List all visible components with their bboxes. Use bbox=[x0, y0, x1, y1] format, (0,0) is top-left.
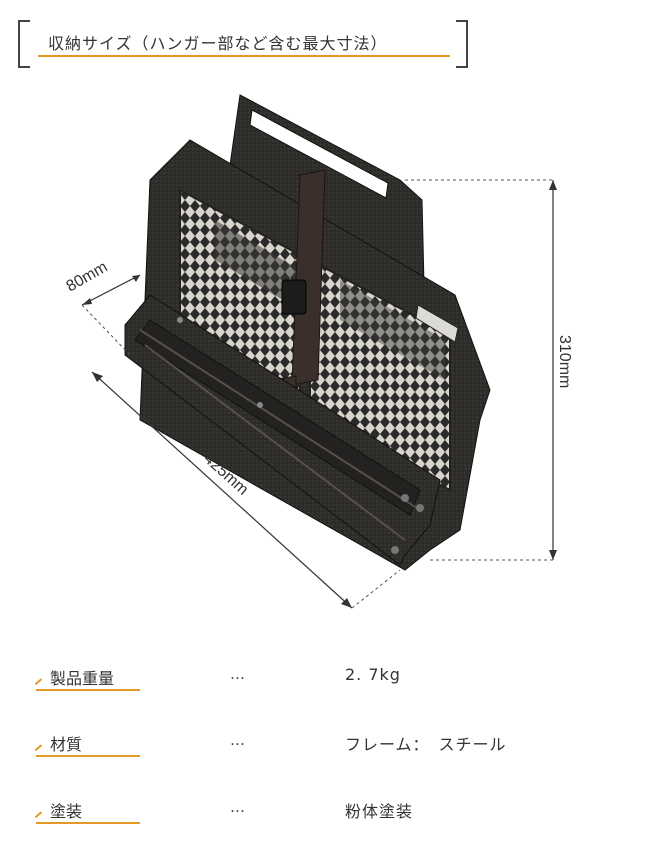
spec-tick bbox=[34, 678, 43, 685]
heading-bracket-left bbox=[18, 20, 30, 68]
height-label: 310mm bbox=[556, 335, 573, 388]
strap bbox=[271, 169, 326, 414]
spec-tick bbox=[34, 744, 43, 751]
spec-underline bbox=[36, 822, 140, 824]
spec-row-coating: 塗装 … 粉体塗装 bbox=[0, 798, 650, 838]
spec-separator: … bbox=[230, 798, 245, 816]
spec-value-coating: 粉体塗装 bbox=[345, 802, 414, 821]
spec-value-material: フレーム： スチール bbox=[345, 735, 507, 754]
spec-label-weight: 製品重量 bbox=[50, 669, 115, 688]
folded-legs bbox=[124, 294, 441, 566]
spec-row-material: 材質 … フレーム： スチール bbox=[0, 731, 650, 771]
spec-underline bbox=[36, 689, 140, 691]
spec-label-material: 材質 bbox=[50, 735, 83, 754]
spec-underline bbox=[36, 755, 140, 757]
spec-label-coating: 塗装 bbox=[50, 802, 83, 821]
spec-row-weight: 製品重量 … 2. 7kg bbox=[0, 665, 650, 705]
product-illustration: 80mm 425mm 310mm bbox=[64, 94, 573, 609]
heading-bracket-right bbox=[456, 20, 468, 68]
heading-underline bbox=[38, 55, 450, 57]
spec-separator: … bbox=[230, 665, 245, 683]
spec-tick bbox=[34, 811, 43, 818]
dimension-height: 310mm bbox=[405, 179, 573, 561]
spec-value-weight: 2. 7kg bbox=[345, 665, 401, 684]
section-heading: 収納サイズ（ハンガー部など含む最大寸法） bbox=[48, 34, 388, 53]
depth-label: 80mm bbox=[64, 259, 111, 296]
spec-separator: … bbox=[230, 731, 245, 749]
